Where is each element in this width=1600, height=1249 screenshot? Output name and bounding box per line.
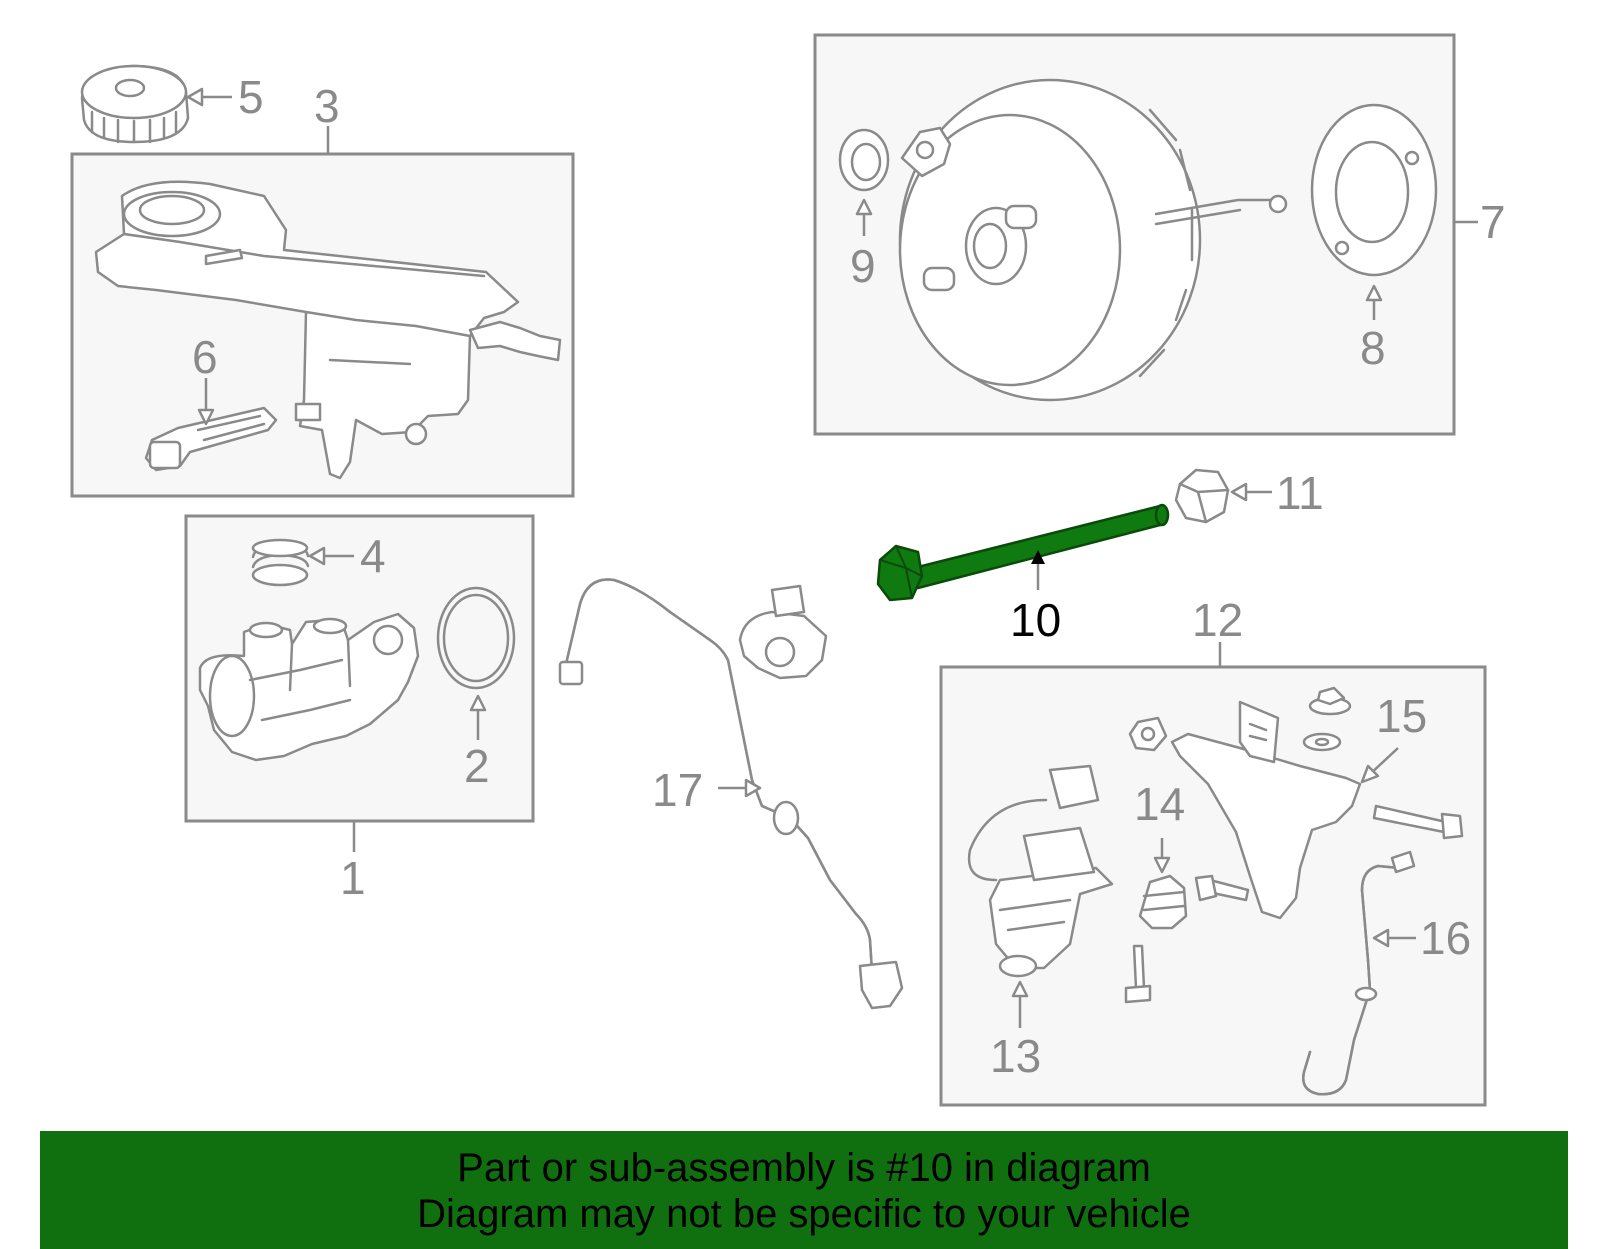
callout-7: 7 bbox=[1480, 196, 1506, 248]
vacuum-line-part-16[interactable] bbox=[1302, 850, 1416, 1096]
booster-grommet-part-9[interactable] bbox=[838, 128, 890, 192]
callout-2: 2 bbox=[464, 740, 490, 792]
bracket-bolt[interactable] bbox=[1194, 874, 1250, 902]
reservoir-seal-part-4[interactable] bbox=[251, 538, 310, 587]
callout-5: 5 bbox=[238, 71, 264, 123]
reservoir-cap-part-5[interactable] bbox=[80, 64, 190, 144]
callout-17: 17 bbox=[652, 764, 703, 816]
master-cylinder-part-1[interactable] bbox=[198, 612, 420, 762]
brake-fluid-reservoir-part-3[interactable] bbox=[94, 180, 562, 480]
booster-gasket-part-8[interactable] bbox=[1310, 103, 1438, 277]
banner-line-disclaimer: Diagram may not be specific to your vehi… bbox=[417, 1192, 1191, 1236]
callout-12: 12 bbox=[1192, 594, 1243, 646]
callout-15: 15 bbox=[1376, 690, 1427, 742]
o-ring-part-2[interactable] bbox=[436, 586, 516, 690]
callout-3: 3 bbox=[314, 80, 340, 132]
callout-11: 11 bbox=[1276, 467, 1324, 519]
washer[interactable] bbox=[1302, 732, 1342, 752]
callout-4: 4 bbox=[360, 530, 386, 582]
info-banner: Part or sub-assembly is #10 in diagram D… bbox=[40, 1131, 1568, 1249]
callout-9: 9 bbox=[850, 240, 876, 292]
flange-nut[interactable] bbox=[1308, 686, 1352, 716]
callout-1: 1 bbox=[340, 852, 366, 904]
callout-13: 13 bbox=[990, 1030, 1041, 1082]
bracket-nut[interactable] bbox=[1128, 716, 1168, 752]
fluid-level-sensor-part-6[interactable] bbox=[144, 406, 278, 472]
callout-16: 16 bbox=[1420, 912, 1471, 964]
pump-bracket-part-15[interactable] bbox=[1170, 700, 1362, 920]
pump-mounting-bolt[interactable] bbox=[1124, 944, 1152, 1004]
pump-bushing-part-14[interactable] bbox=[1138, 874, 1188, 930]
banner-line-part-number: Part or sub-assembly is #10 in diagram bbox=[457, 1146, 1151, 1190]
callout-14: 14 bbox=[1134, 778, 1185, 830]
booster-nut-part-11[interactable] bbox=[1174, 468, 1230, 524]
vacuum-hose-part-17[interactable] bbox=[558, 578, 904, 1010]
bracket-bolt-long[interactable] bbox=[1372, 804, 1464, 840]
callout-8: 8 bbox=[1360, 322, 1386, 374]
booster-bolt-part-10-highlighted[interactable] bbox=[876, 503, 1170, 602]
vacuum-pump-part-13[interactable] bbox=[967, 764, 1114, 978]
callout-10: 10 bbox=[1010, 594, 1061, 646]
brake-booster-part-7[interactable] bbox=[898, 78, 1288, 402]
callout-6: 6 bbox=[192, 331, 218, 383]
